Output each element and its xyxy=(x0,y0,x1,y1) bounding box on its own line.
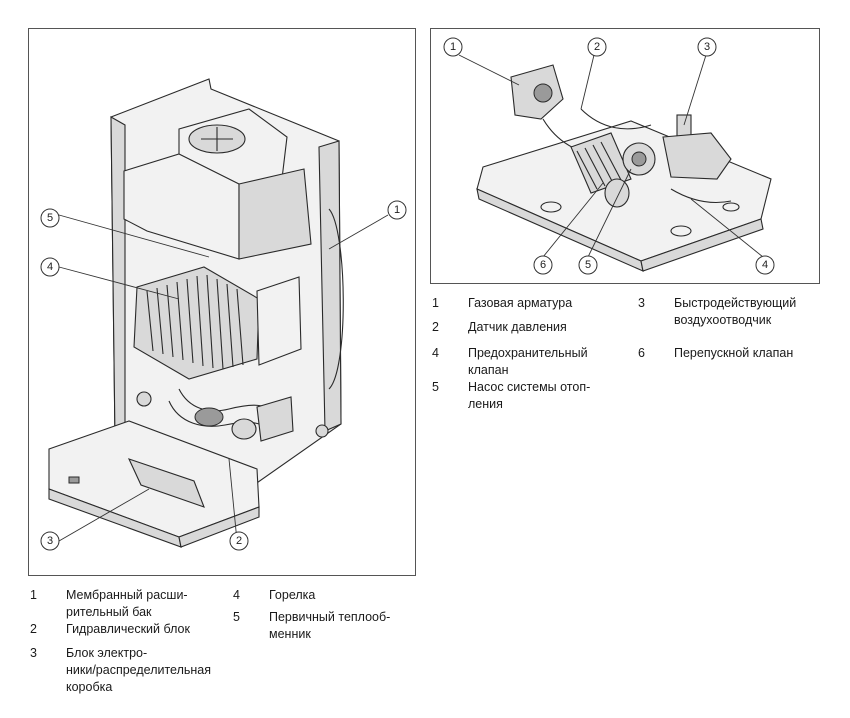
legend-item: 2 Датчик давления xyxy=(432,320,567,334)
svg-text:6: 6 xyxy=(540,259,546,271)
callout-1: 1 xyxy=(443,37,463,57)
svg-text:5: 5 xyxy=(585,259,591,271)
svg-text:3: 3 xyxy=(704,41,710,53)
svg-text:4: 4 xyxy=(47,261,53,273)
callout-layer-right: 1 2 3 4 5 6 xyxy=(443,37,775,275)
legend-item: 2 Гидравлический блок xyxy=(30,622,190,636)
callout-5: 5 xyxy=(578,255,598,275)
callout-3: 3 xyxy=(697,37,717,57)
svg-text:3: 3 xyxy=(47,535,53,547)
svg-text:4: 4 xyxy=(762,259,768,271)
callout-5: 5 xyxy=(40,208,60,228)
callout-layer: 1 2 3 4 5 xyxy=(40,200,407,551)
legend-item: 1 Мембранный расши- рительный бак xyxy=(30,588,188,619)
legend-item: 3 Блок электро- ники/распределительная к… xyxy=(30,646,212,694)
callout-3: 3 xyxy=(40,531,60,551)
svg-text:2: 2 xyxy=(594,41,600,53)
legend-item: 1 Газовая арматура xyxy=(432,296,573,310)
hydraulic-diagram-frame: 1 2 3 4 5 6 xyxy=(430,28,820,284)
legend-item: 6 Перепускной клапан xyxy=(638,346,794,360)
svg-text:1: 1 xyxy=(450,41,456,53)
svg-text:1: 1 xyxy=(394,204,400,216)
legend-item: 5 Первичный теплооб- менник xyxy=(233,610,391,641)
callout-4: 4 xyxy=(40,257,60,277)
legend-item: 5 Насос системы отоп- ления xyxy=(432,380,591,411)
boiler-diagram-frame: 1 2 3 4 5 xyxy=(28,28,416,576)
svg-text:5: 5 xyxy=(47,212,53,224)
callout-1: 1 xyxy=(387,200,407,220)
legend-item: 3 Быстродействующий воздухоотводчик xyxy=(638,296,797,327)
legend-item: 4 Горелка xyxy=(233,588,316,602)
legend-item: 4 Предохранительный клапан xyxy=(432,346,588,377)
callout-6: 6 xyxy=(533,255,553,275)
callout-2: 2 xyxy=(229,531,249,551)
callout-2: 2 xyxy=(587,37,607,57)
callout-4: 4 xyxy=(755,255,775,275)
boiler-illustration xyxy=(48,78,344,548)
svg-text:2: 2 xyxy=(236,535,242,547)
